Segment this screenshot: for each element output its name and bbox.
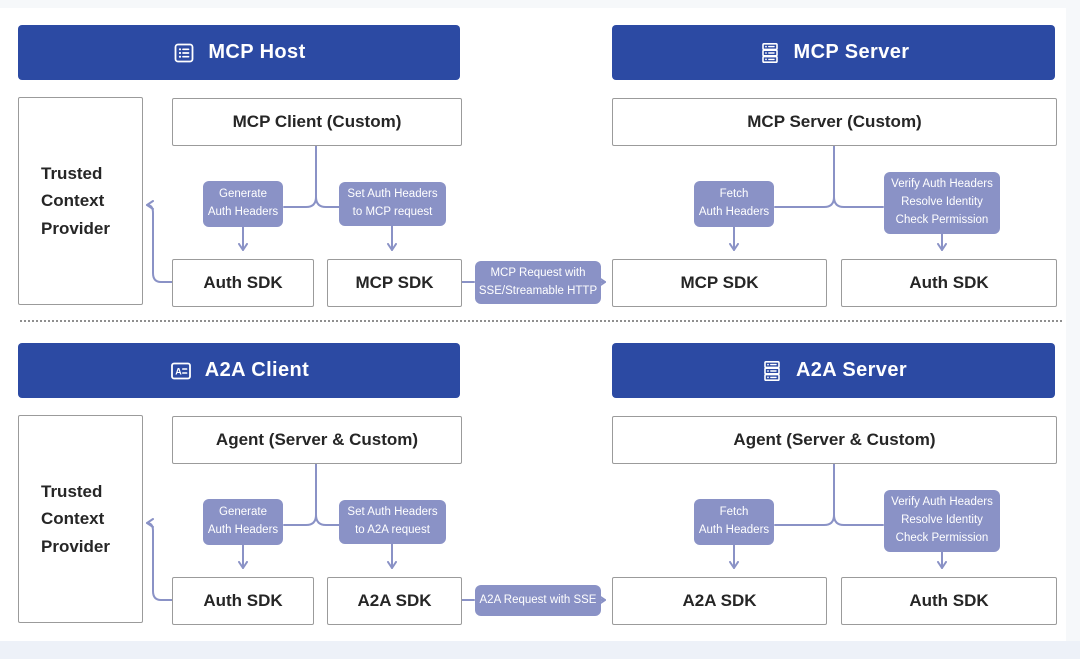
- page-edge-strip-top: [0, 0, 1080, 8]
- agent-box-a2a-client: Agent (Server & Custom): [172, 416, 462, 464]
- set-auth-headers-label-a2a: Set Auth Headers to A2A request: [339, 500, 446, 544]
- a2a-sdk-box-a2a-server: A2A SDK: [612, 577, 827, 625]
- auth-sdk-box-mcp-host: Auth SDK: [172, 259, 314, 307]
- svg-text:A: A: [175, 366, 182, 376]
- a2a-request-label: A2A Request with SSE: [475, 585, 601, 616]
- fetch-auth-headers-label-a2a: Fetch Auth Headers: [694, 499, 774, 545]
- agent-box-a2a-server: Agent (Server & Custom): [612, 416, 1057, 464]
- auth-sdk-box-mcp-server: Auth SDK: [841, 259, 1057, 307]
- a2a-sdk-box-a2a-client: A2A SDK: [327, 577, 462, 625]
- fetch-auth-headers-label-mcp: Fetch Auth Headers: [694, 181, 774, 227]
- idcard-icon: A: [169, 359, 193, 383]
- a2a-client-header: A A2A Client: [18, 343, 460, 398]
- set-auth-headers-label-mcp: Set Auth Headers to MCP request: [339, 182, 446, 226]
- mcp-server-title: MCP Server: [793, 41, 910, 63]
- server-icon: [760, 359, 784, 383]
- mcp-request-label: MCP Request with SSE/Streamable HTTP: [475, 261, 601, 304]
- mcp-host-title: MCP Host: [208, 41, 306, 63]
- verify-auth-headers-label-mcp: Verify Auth Headers Resolve Identity Che…: [884, 172, 1000, 234]
- trusted-context-provider-box-mcp: Trusted Context Provider: [18, 97, 143, 305]
- mcp-sdk-box-mcp-server: MCP SDK: [612, 259, 827, 307]
- a2a-server-header: A2A Server: [612, 343, 1055, 398]
- dotted-divider: [20, 320, 1062, 322]
- page-background-strip-bottom: [0, 641, 1080, 659]
- list-icon: [172, 41, 196, 65]
- auth-sdk-box-a2a-server: Auth SDK: [841, 577, 1057, 625]
- a2a-server-title: A2A Server: [795, 359, 908, 381]
- mcp-server-custom-box: MCP Server (Custom): [612, 98, 1057, 146]
- auth-sdk-box-a2a-client: Auth SDK: [172, 577, 314, 625]
- generate-auth-headers-label-mcp: Generate Auth Headers: [203, 181, 283, 227]
- mcp-sdk-box-mcp-host: MCP SDK: [327, 259, 462, 307]
- mcp-server-header: MCP Server: [612, 25, 1055, 80]
- mcp-host-header: MCP Host: [18, 25, 460, 80]
- verify-auth-headers-label-a2a: Verify Auth Headers Resolve Identity Che…: [884, 490, 1000, 552]
- generate-auth-headers-label-a2a: Generate Auth Headers: [203, 499, 283, 545]
- page-edge-strip-right: [1066, 0, 1080, 659]
- trusted-context-provider-box-a2a: Trusted Context Provider: [18, 415, 143, 623]
- mcp-client-custom-box: MCP Client (Custom): [172, 98, 462, 146]
- a2a-client-title: A2A Client: [204, 359, 310, 381]
- server-icon: [758, 41, 782, 65]
